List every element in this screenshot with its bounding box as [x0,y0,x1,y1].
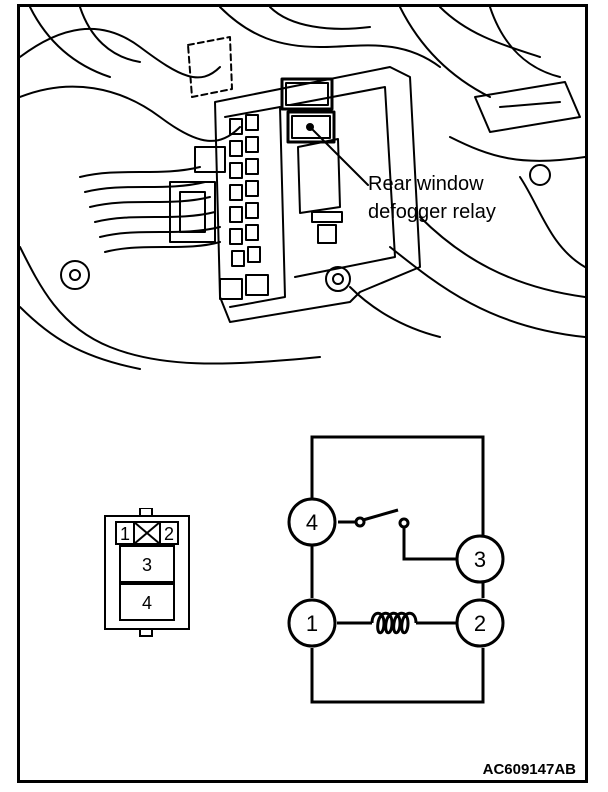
figure-frame [17,4,588,783]
switch-to-terminal-3-wire [402,527,458,561]
connector-top-tab [139,508,153,517]
switch-contact-fixed [354,516,366,528]
relay-circuit-diagram: 4 3 1 2 [287,435,505,704]
circuit-terminal-1 [287,598,337,648]
figure-code: AC609147AB [482,761,576,778]
circuit-label-1: 1 [306,611,318,636]
switch-arm [362,508,399,522]
connector-bottom-tab [139,628,153,637]
coil-winding [370,611,418,635]
relay-callout-label: Rear window defogger relay [368,170,496,226]
circuit-terminal-2 [455,598,505,648]
callout-line-2: defogger relay [368,201,496,223]
circuit-terminal-3 [455,534,505,584]
circuit-label-3: 3 [474,547,486,572]
relay-connector-diagram: 1 2 3 4 [104,508,190,637]
connector-terminal-4: 4 [142,593,152,613]
circuit-wire-bottom [310,648,485,704]
connector-bottom-cell [119,583,175,621]
relay-location-illustration [20,7,585,370]
callout-line-1: Rear window [368,173,484,195]
circuit-label-4: 4 [306,510,318,535]
circuit-wire-top [310,435,485,542]
connector-terminal-1: 1 [120,524,130,544]
connector-terminal-3: 3 [142,555,152,575]
circuit-terminal-4 [287,497,337,547]
connector-terminal-2: 2 [164,524,174,544]
connector-middle-cell [119,545,175,583]
circuit-label-2: 2 [474,611,486,636]
connector-top-cell [115,521,179,545]
switch-contact-open [398,517,410,529]
